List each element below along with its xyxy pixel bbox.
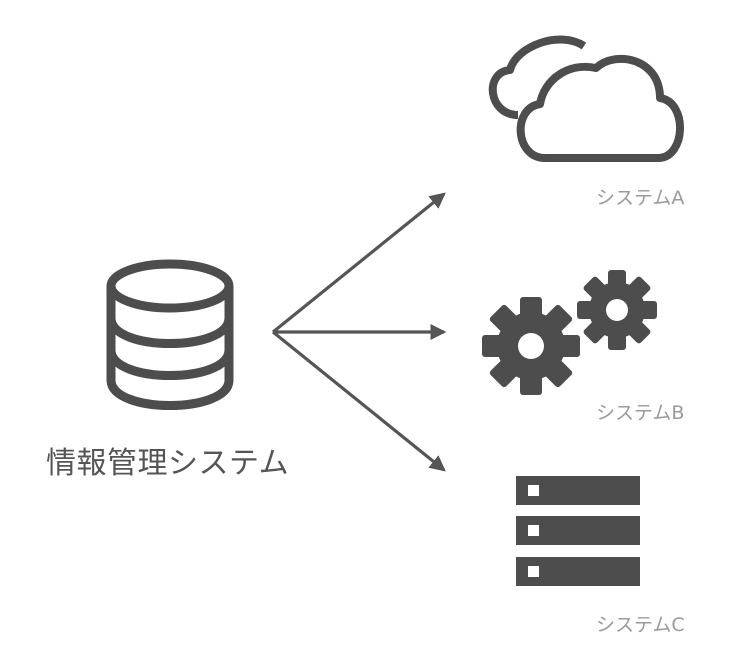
database-icon — [106, 259, 234, 410]
arrows — [271, 192, 447, 472]
source-label: 情報管理システム — [46, 446, 290, 481]
cloud-icon — [488, 35, 684, 162]
server-icon — [516, 476, 640, 586]
arrow-to-system-a — [271, 192, 446, 334]
large-gear-icon — [482, 297, 580, 395]
system-a-label: システムA — [596, 187, 685, 209]
system-c-label: システムC — [596, 614, 685, 636]
system-b-label: システムB — [596, 402, 685, 424]
small-gear-icon — [577, 270, 657, 350]
arrow-to-system-c — [271, 330, 446, 472]
gears-icon — [482, 270, 657, 395]
